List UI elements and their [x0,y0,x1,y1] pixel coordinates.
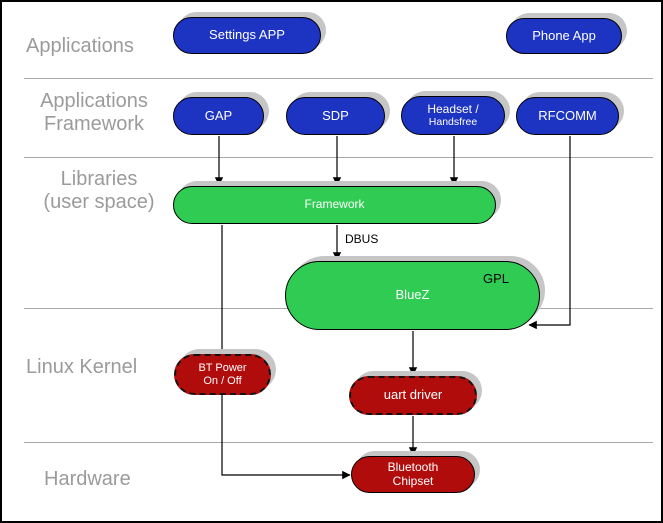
node-settings-app: Settings APP [173,17,321,54]
node-bt-power: BT Power On / Off [174,354,271,395]
node-headset-label-line2: Handsfree [428,116,478,129]
layer-label-libraries: Libraries (user space) [19,168,179,214]
node-gap: GAP [173,97,264,135]
node-bluez: BlueZ [285,261,540,330]
layer-label-applications-framework: Applications Framework [19,90,169,136]
layer-label-hardware: Hardware [44,468,131,490]
layer-label-applications: Applications [26,35,134,57]
node-sdp: SDP [286,97,385,135]
node-bt-power-label-line2: On / Off [203,374,242,387]
node-sdp-label: SDP [322,107,349,123]
node-headset-handsfree: Headset / Handsfree [401,96,505,135]
node-phone-app: Phone App [506,18,622,54]
divider-kernel-hardware [24,442,653,443]
node-framework: Framework [173,186,496,224]
divider-framework-libraries [24,157,653,158]
layer-label-linux-kernel: Linux Kernel [26,356,138,378]
divider-applications-framework [24,78,653,79]
node-bluetooth-chipset-label-line2: Chipset [392,473,434,488]
gpl-label: GPL [483,271,510,286]
node-bluetooth-chipset: Bluetooth Chipset [351,456,475,493]
node-settings-app-label: Settings APP [209,27,285,43]
node-bluez-label: BlueZ [395,287,430,303]
node-rfcomm-label: RFCOMM [538,107,597,123]
node-bluetooth-chipset-label-line1: Bluetooth [387,459,439,474]
dbus-edge-label: DBUS [345,232,379,246]
node-gap-label: GAP [204,107,233,123]
node-rfcomm: RFCOMM [516,97,619,135]
layer-label-applications-framework-line1: Applications [40,90,148,112]
layer-label-applications-framework-line2: Framework [43,113,144,135]
node-uart-driver-label: uart driver [383,387,443,403]
node-phone-app-label: Phone App [532,27,596,43]
layer-label-libraries-line2: (user space) [43,191,155,213]
node-framework-label: Framework [304,197,365,212]
node-bt-power-label-line1: BT Power [198,361,247,374]
node-uart-driver: uart driver [349,376,477,415]
layer-label-libraries-line1: Libraries [60,168,138,190]
node-headset-label-line1: Headset / [427,101,479,116]
